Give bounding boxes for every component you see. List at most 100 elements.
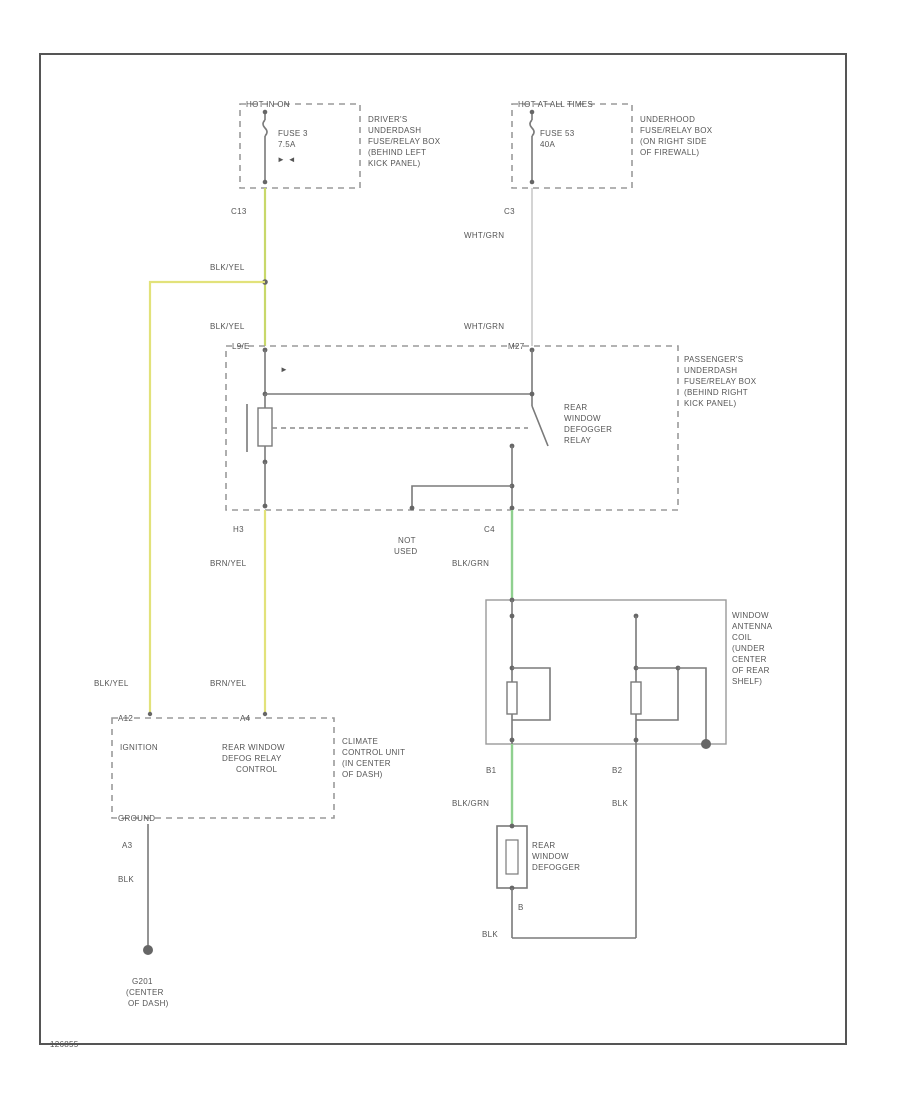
ground-g201-symbol xyxy=(143,945,153,955)
svg-text:(IN CENTER: (IN CENTER xyxy=(342,759,391,768)
svg-text:FUSE/RELAY BOX: FUSE/RELAY BOX xyxy=(368,137,441,146)
svg-text:CENTER: CENTER xyxy=(732,655,767,664)
svg-text:CONTROL UNIT: CONTROL UNIT xyxy=(342,748,405,757)
svg-text:OF DASH): OF DASH) xyxy=(342,770,383,779)
figure-id: 126855 xyxy=(50,1040,79,1049)
fuse-53-symbol xyxy=(529,109,535,185)
svg-text:FUSE/RELAY BOX: FUSE/RELAY BOX xyxy=(684,377,757,386)
connector-c4: C4 xyxy=(484,525,495,534)
defog-control-pin xyxy=(262,711,268,717)
fuse-3-label: FUSE 3 xyxy=(278,129,308,138)
fuse-53-rating: 40A xyxy=(540,140,555,149)
antenna-coil-internals xyxy=(506,597,711,749)
rear-defogger-label: REAR WINDOW DEFOGGER xyxy=(532,841,580,872)
svg-text:REAR WINDOW: REAR WINDOW xyxy=(222,743,285,752)
svg-text:CLIMATE: CLIMATE xyxy=(342,737,378,746)
svg-text:OF FIREWALL): OF FIREWALL) xyxy=(640,148,699,157)
rear-defogger-symbol xyxy=(496,823,636,939)
svg-text:UNDERHOOD: UNDERHOOD xyxy=(640,115,695,124)
svg-text:COIL: COIL xyxy=(732,633,752,642)
svg-text:UNDERDASH: UNDERDASH xyxy=(368,126,421,135)
svg-text:►: ► xyxy=(280,365,288,374)
drivers-fuse-box xyxy=(239,103,361,189)
ignition-label: IGNITION xyxy=(120,743,158,752)
connector-a3: A3 xyxy=(122,841,133,850)
drivers-box-label: DRIVER'S UNDERDASH FUSE/RELAY BOX (BEHIN… xyxy=(368,115,441,168)
svg-text:G201: G201 xyxy=(132,977,153,986)
ground-label: GROUND xyxy=(118,814,155,823)
svg-text:WINDOW: WINDOW xyxy=(532,852,569,861)
connector-b1: B1 xyxy=(486,766,497,775)
svg-text:NOT: NOT xyxy=(398,536,416,545)
svg-text:DEFOG RELAY: DEFOG RELAY xyxy=(222,754,282,763)
wire-label-blk-grn-1: BLK/GRN xyxy=(452,559,489,568)
svg-text:FUSE/RELAY BOX: FUSE/RELAY BOX xyxy=(640,126,713,135)
wire-label-blk-2: BLK xyxy=(612,799,628,808)
svg-text:CONTROL: CONTROL xyxy=(236,765,277,774)
svg-text:REAR: REAR xyxy=(564,403,587,412)
connector-label-right: M27 xyxy=(508,342,525,351)
wire-label-blk-3: BLK xyxy=(482,930,498,939)
connector-c13: C13 xyxy=(231,207,247,216)
svg-text:(UNDER: (UNDER xyxy=(732,644,765,653)
svg-text:DRIVER'S: DRIVER'S xyxy=(368,115,408,124)
svg-text:RELAY: RELAY xyxy=(564,436,592,445)
svg-text:DEFOGGER: DEFOGGER xyxy=(532,863,580,872)
wire-blk-yel-to-ignition xyxy=(148,280,265,712)
svg-text:SHELF): SHELF) xyxy=(732,677,762,686)
svg-text:PASSENGER'S: PASSENGER'S xyxy=(684,355,743,364)
connector-h3: H3 xyxy=(233,525,244,534)
rear-defog-control-label: REAR WINDOW DEFOG RELAY CONTROL xyxy=(222,743,285,774)
diagram-frame xyxy=(39,53,847,1045)
climate-unit-label: CLIMATE CONTROL UNIT (IN CENTER OF DASH) xyxy=(342,737,405,779)
defogger-terminal: B xyxy=(518,903,524,912)
svg-text:(BEHIND RIGHT: (BEHIND RIGHT xyxy=(684,388,748,397)
underhood-fuse-box xyxy=(511,103,633,189)
underhood-box-label: UNDERHOOD FUSE/RELAY BOX (ON RIGHT SIDE … xyxy=(640,115,713,157)
svg-text:KICK PANEL): KICK PANEL) xyxy=(368,159,421,168)
wire-label-wht-grn-1: WHT/GRN xyxy=(464,231,504,240)
climate-connector-a: A12 xyxy=(118,714,133,723)
antenna-coil-box xyxy=(485,599,727,745)
connector-b2: B2 xyxy=(612,766,623,775)
passengers-fuse-box xyxy=(225,345,679,511)
climate-control-unit-box xyxy=(111,717,335,819)
fuse-3-symbol xyxy=(262,109,268,185)
climate-connector-b: A4 xyxy=(240,714,251,723)
svg-text:UNDERDASH: UNDERDASH xyxy=(684,366,737,375)
hot-in-on-label: HOT IN ON xyxy=(246,100,290,109)
relay-switch xyxy=(409,347,549,511)
wire-label-blk-yel-1: BLK/YEL xyxy=(210,263,245,272)
rear-window-relay-label: REAR WINDOW DEFOGGER RELAY xyxy=(564,403,612,445)
svg-text:ANTENNA: ANTENNA xyxy=(732,622,773,631)
relay-coil: ► xyxy=(246,347,532,509)
svg-text:OF REAR: OF REAR xyxy=(732,666,770,675)
wire-label-blk-grn-2: BLK/GRN xyxy=(452,799,489,808)
not-used-label: NOT USED xyxy=(394,536,417,556)
connector-c3: C3 xyxy=(504,207,515,216)
connector-label-left: L9/E xyxy=(232,342,250,351)
svg-text:(BEHIND LEFT: (BEHIND LEFT xyxy=(368,148,426,157)
wire-label-blk-yel-3: BLK/YEL xyxy=(94,679,129,688)
svg-text:WINDOW: WINDOW xyxy=(564,414,601,423)
passengers-box-label: PASSENGER'S UNDERDASH FUSE/RELAY BOX (BE… xyxy=(684,355,757,408)
svg-text:REAR: REAR xyxy=(532,841,555,850)
antenna-coil-label: WINDOW ANTENNA COIL (UNDER CENTER OF REA… xyxy=(732,611,773,686)
svg-text:KICK PANEL): KICK PANEL) xyxy=(684,399,737,408)
wire-label-brn-yel-1: BRN/YEL xyxy=(210,559,247,568)
ignition-pin xyxy=(147,711,153,717)
svg-text:(CENTER: (CENTER xyxy=(126,988,164,997)
wire-label-brn-yel-2: BRN/YEL xyxy=(210,679,247,688)
svg-text:(ON RIGHT SIDE: (ON RIGHT SIDE xyxy=(640,137,707,146)
svg-text:OF DASH): OF DASH) xyxy=(128,999,169,1008)
g201-label: G201 (CENTER OF DASH) xyxy=(126,977,169,1008)
arrow-mark: ► ◄ xyxy=(277,155,296,164)
wire-label-blk-yel-2: BLK/YEL xyxy=(210,322,245,331)
hot-at-all-times-label: HOT AT ALL TIMES xyxy=(518,100,593,109)
svg-text:DEFOGGER: DEFOGGER xyxy=(564,425,612,434)
svg-text:WINDOW: WINDOW xyxy=(732,611,769,620)
fuse-3-rating: 7.5A xyxy=(278,140,296,149)
wire-label-wht-grn-2: WHT/GRN xyxy=(464,322,504,331)
